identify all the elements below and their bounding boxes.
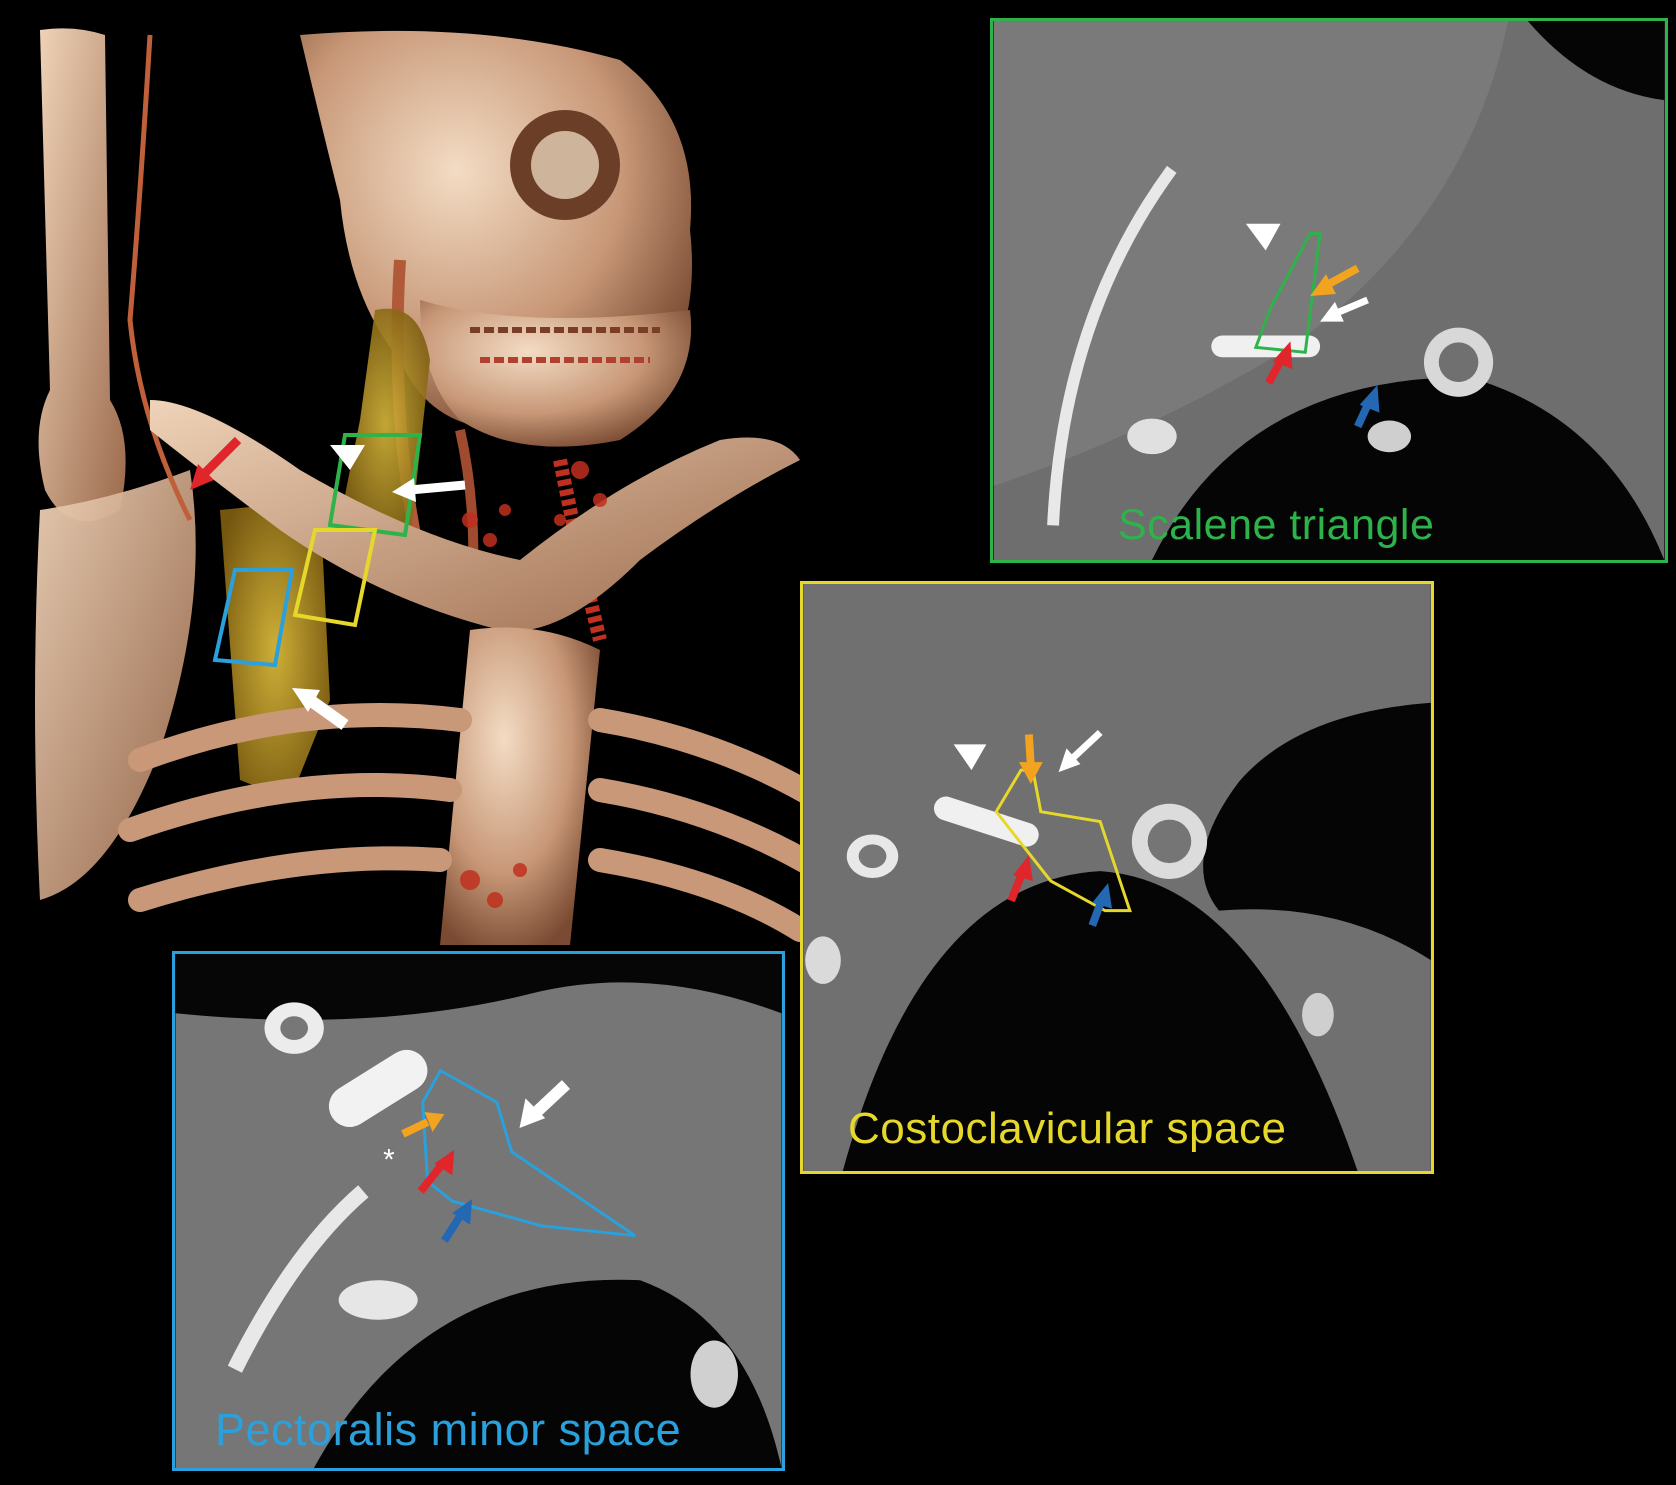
asterisk-marker: * bbox=[383, 1143, 395, 1176]
clavicle bbox=[150, 400, 800, 632]
sternum bbox=[440, 627, 600, 945]
blue-arrow bbox=[441, 1199, 473, 1243]
humerus bbox=[38, 28, 126, 522]
jaw bbox=[420, 300, 692, 447]
panel-title: Pectoralis minor space bbox=[215, 1404, 682, 1455]
white-arrow-2 bbox=[292, 688, 349, 730]
scapula bbox=[35, 470, 196, 900]
scalene-ct-image bbox=[993, 21, 1665, 560]
pectoralis-minor-panel: * Pectoralis minor space bbox=[172, 951, 785, 1471]
ribs bbox=[118, 703, 832, 942]
pectoralis-roi-outline bbox=[421, 1068, 637, 1238]
white-arrowhead bbox=[330, 445, 365, 470]
volume-rendering-illustration bbox=[35, 28, 832, 945]
panel-title: Scalene triangle bbox=[1118, 501, 1435, 549]
costoclavicular-roi-box bbox=[292, 528, 378, 628]
white-arrowhead bbox=[1245, 223, 1281, 251]
white-arrow bbox=[1320, 296, 1369, 322]
blue-arrow bbox=[1354, 384, 1380, 429]
pectoralis-ct-image: * bbox=[175, 954, 782, 1468]
scalene-triangle-panel: Scalene triangle bbox=[990, 18, 1668, 563]
panel-title: Costoclavicular space bbox=[848, 1104, 1287, 1153]
arm-artery bbox=[127, 34, 193, 522]
white-arrow bbox=[519, 1080, 571, 1128]
costoclavicular-ct-image bbox=[803, 584, 1431, 1171]
orange-arrow bbox=[401, 1112, 445, 1138]
red-arrow bbox=[190, 436, 242, 490]
scalene-roi-box bbox=[327, 433, 423, 538]
costoclavicular-roi-outline bbox=[994, 768, 1132, 913]
pectoralis-roi-box bbox=[212, 568, 295, 668]
white-arrow bbox=[1058, 729, 1103, 773]
scalene-roi-outline bbox=[1253, 232, 1322, 354]
costoclavicular-panel: Costoclavicular space bbox=[800, 581, 1434, 1174]
orange-arrow bbox=[1019, 734, 1043, 784]
white-arrowhead bbox=[953, 744, 987, 771]
orange-arrow bbox=[1310, 264, 1360, 296]
white-arrow-1 bbox=[392, 478, 466, 502]
volume-rendering-panel bbox=[0, 0, 950, 945]
red-arrow bbox=[417, 1149, 455, 1194]
red-arrow bbox=[1265, 341, 1293, 385]
blue-arrow bbox=[1088, 882, 1113, 927]
red-arrow bbox=[1007, 855, 1033, 903]
